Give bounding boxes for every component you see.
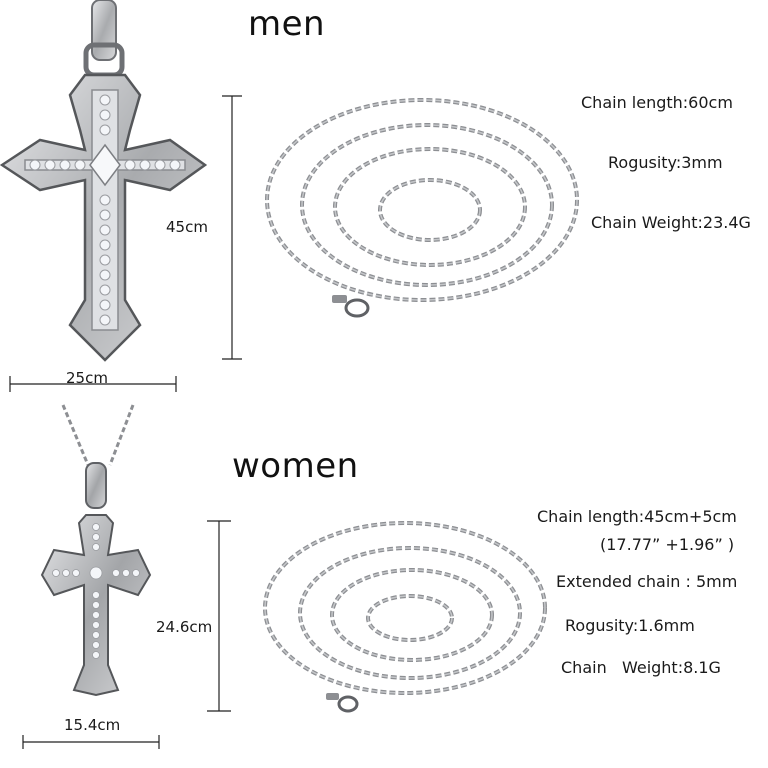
men-rogusity: Rogusity:3mm [608,153,723,172]
women-heading: women [232,446,359,486]
women-height-label: 24.6cm [156,618,213,636]
men-chain-length: Chain length:60cm [581,93,733,112]
women-cross-pendant-image [40,404,152,697]
women-chain-length: Chain length:45cm+5cm [537,507,737,526]
men-height-label: 45cm [166,218,208,236]
women-width-label: 15.4cm [64,716,121,734]
men-width-dimension-line [9,376,177,392]
women-rogusity: Rogusity:1.6mm [565,616,695,635]
women-chain-length-inches: (17.77” +1.96” ) [600,535,735,554]
women-chain-image [263,521,547,713]
women-height-dimension-line [207,520,231,712]
men-heading: men [248,4,326,44]
women-width-dimension-line [22,735,160,749]
men-width-label: 25cm [66,369,108,387]
men-height-dimension-line [222,95,242,360]
women-extended-chain: Extended chain : 5mm [556,572,738,591]
women-chain-weight: Chain Weight:8.1G [561,658,721,677]
men-cross-pendant-image [0,0,208,362]
men-chain-image [265,98,579,318]
men-chain-weight: Chain Weight:23.4G [591,213,751,232]
